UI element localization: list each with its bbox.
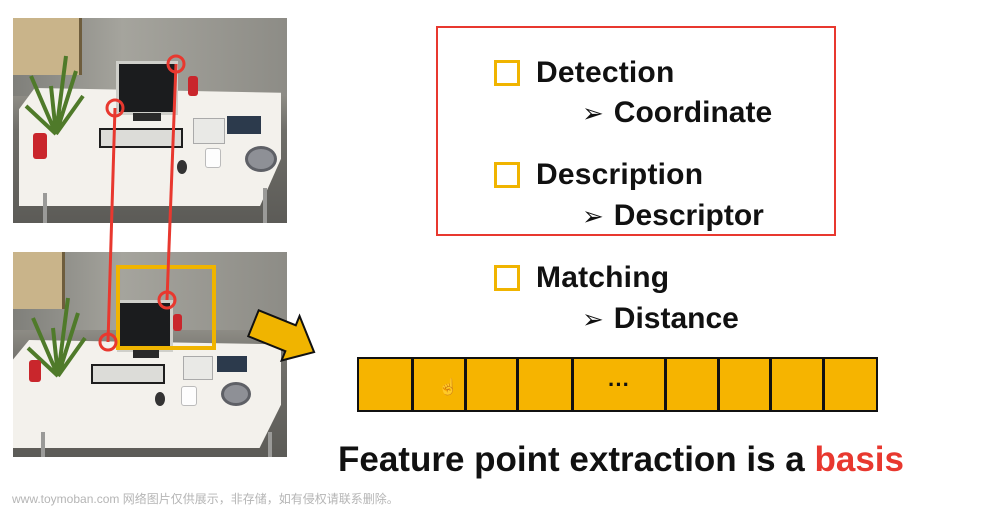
item-label: Description <box>536 158 704 191</box>
checkbox-icon <box>494 265 520 291</box>
highlight-box <box>436 26 836 236</box>
descriptor-cell <box>359 359 414 410</box>
hand-cursor-icon: ☝ <box>438 379 458 396</box>
descriptor-cell <box>666 359 720 410</box>
descriptor-cell <box>519 359 575 410</box>
arrow-bullet-icon: ➢ <box>582 303 604 334</box>
descriptor-cell <box>719 359 773 410</box>
sub-item-coordinate: ➢ Coordinate <box>582 96 772 130</box>
descriptor-cell-ellipsis: ··· <box>574 359 667 410</box>
descriptor-cell <box>772 359 826 410</box>
sub-item-distance: ➢ Distance <box>582 302 739 336</box>
desk-photo-bottom <box>13 252 287 457</box>
checklist-item-description: Description <box>494 158 703 192</box>
checklist-item-detection: Detection <box>494 56 675 90</box>
descriptor-cell <box>466 359 520 410</box>
caption-highlight: basis <box>814 440 905 479</box>
sub-item-descriptor: ➢ Descriptor <box>582 199 764 233</box>
sub-label: Distance <box>613 302 739 335</box>
arrow-bullet-icon: ➢ <box>582 200 604 231</box>
checklist-item-matching: Matching <box>494 261 669 295</box>
item-label: Matching <box>536 261 670 294</box>
caption-text: Feature point extraction is a <box>338 440 815 479</box>
sub-label: Coordinate <box>613 96 773 129</box>
caption: Feature point extraction is a basis <box>338 440 904 480</box>
descriptor-cell <box>825 359 877 410</box>
desk-photo-top <box>13 18 287 223</box>
sub-label: Descriptor <box>613 199 764 232</box>
descriptor-cell <box>413 359 467 410</box>
item-label: Detection <box>536 56 675 89</box>
descriptor-vector: ··· <box>357 357 878 412</box>
checkbox-icon <box>494 60 520 86</box>
checkbox-icon <box>494 162 520 188</box>
arrow-bullet-icon: ➢ <box>582 97 604 128</box>
watermark: www.toymoban.com 网络图片仅供展示，非存储，如有侵权请联系删除。 <box>12 492 399 506</box>
